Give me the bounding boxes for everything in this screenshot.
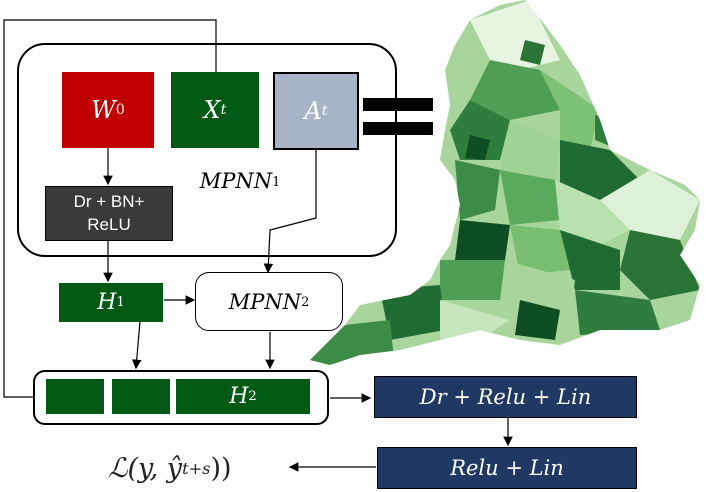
mpnn1-text: MPNN [199, 169, 273, 193]
dr-bn-line2: ReLU [87, 214, 131, 234]
xt-subscript: t [220, 102, 227, 118]
relu-lin-node: Relu + Lin [377, 447, 637, 489]
w0-label: W [91, 96, 116, 124]
h1-label: H [97, 290, 117, 315]
h2-subscript: 2 [248, 389, 257, 404]
dr-relu-lin-node: Dr + Relu + Lin [374, 376, 637, 418]
h1-subscript: 1 [116, 295, 125, 310]
relu-lin-label: Relu + Lin [450, 456, 564, 480]
mpnn2-subscript: 2 [301, 294, 310, 309]
w0-subscript: 0 [115, 102, 125, 118]
mpnn1-subscript: 1 [272, 173, 281, 189]
equivalence-bar-bottom [363, 122, 433, 135]
mpnn2-label: MPNN [228, 289, 302, 314]
xt-label: X [203, 96, 221, 124]
concat-block-1 [46, 379, 104, 414]
dropout-batchnorm-relu-node: Dr + BN+ ReLU [45, 186, 173, 241]
h2-label: H [229, 384, 249, 409]
dr-relu-lin-label: Dr + Relu + Lin [419, 385, 592, 409]
at-subscript: t [321, 103, 328, 119]
loss-label: ℒ(y, ŷ [108, 452, 183, 484]
at-label: A [304, 97, 322, 125]
loss-close: )) [210, 452, 232, 484]
equivalence-bar-top [363, 98, 433, 111]
mpnn1-container [17, 43, 397, 257]
loss-subscript: t+s [182, 458, 211, 478]
concat-block-2 [112, 379, 170, 414]
dr-bn-line1: Dr + BN+ [73, 192, 145, 212]
